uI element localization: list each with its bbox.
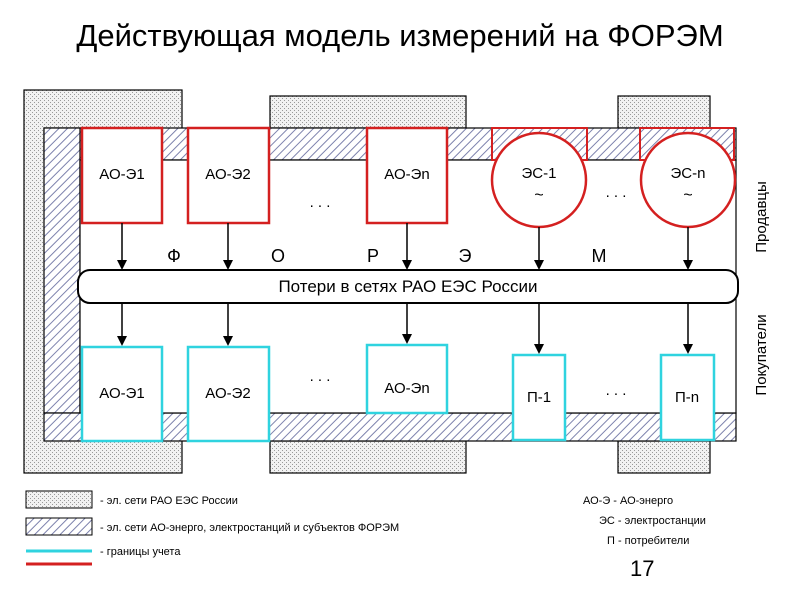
abbreviations: АО-Э - АО-энерго ЭС - электростанции П -… (583, 495, 706, 547)
forem-letter: Э (459, 246, 472, 266)
forem-letter: М (592, 246, 607, 266)
losses-bus: Потери в сетях РАО ЕЭС России (77, 269, 739, 304)
bottom-unit-label: П-n (675, 389, 699, 406)
bottom-unit-label: П-1 (527, 389, 551, 406)
bottom-unit-ao-e1: АО-Э1 (80, 345, 164, 443)
bottom-unit-label: АО-Эn (384, 380, 429, 397)
abbreviation: П - потребители (607, 535, 689, 547)
station-es-1: ЭС-1 ~ (490, 127, 588, 229)
ellipsis: . . . (310, 194, 331, 211)
bottom-unit-label: АО-Э1 (99, 385, 144, 402)
station-symbol: ~ (534, 187, 543, 204)
station-es-n: ЭС-n ~ (639, 127, 737, 229)
side-label-sellers: Продавцы (753, 181, 770, 253)
forem-letter: О (271, 246, 285, 266)
page-title: Действующая модель измерений на ФОРЭМ (76, 18, 724, 53)
top-unit-ao-e1: АО-Э1 (80, 126, 164, 225)
forem-letter: Р (367, 246, 379, 266)
station-label: ЭС-1 (522, 165, 557, 182)
top-unit-label: АО-Э1 (99, 166, 144, 183)
ellipsis: . . . (606, 382, 627, 399)
legend-swatch-rao (25, 490, 93, 509)
forem-letter: Ф (167, 246, 181, 266)
legend-swatch-ao (25, 517, 93, 536)
bottom-unit-ao-e2: АО-Э2 (186, 345, 271, 443)
top-unit-label: АО-Э2 (205, 166, 250, 183)
legend-item: - эл. сети РАО ЕЭС России (100, 495, 238, 507)
arrows-to-bus (117, 223, 693, 270)
station-label: ЭС-n (671, 165, 706, 182)
bottom-unit-ao-en: АО-Эn (365, 343, 449, 415)
bus-label: Потери в сетях РАО ЕЭС России (278, 277, 537, 296)
top-unit-ao-e2: АО-Э2 (186, 126, 271, 225)
slide-number: 17 (630, 556, 655, 581)
ellipsis: . . . (606, 184, 627, 201)
arrows-from-bus (117, 303, 693, 354)
top-unit-label: АО-Эn (384, 166, 429, 183)
abbreviation: ЭС - электростанции (599, 515, 706, 527)
legend-item: - эл. сети АО-энерго, электростанций и с… (100, 522, 399, 534)
bottom-unit-p-n: П-n (659, 353, 716, 442)
bottom-unit-label: АО-Э2 (205, 385, 250, 402)
station-symbol: ~ (683, 187, 692, 204)
side-label-buyers: Покупатели (753, 314, 770, 395)
forem-letters: Ф О Р Э М (167, 246, 606, 266)
legend: - эл. сети РАО ЕЭС России - эл. сети АО-… (25, 490, 399, 566)
bottom-unit-p-1: П-1 (511, 353, 567, 442)
top-unit-ao-en: АО-Эn (365, 126, 449, 225)
abbreviation: АО-Э - АО-энерго (583, 495, 673, 507)
legend-item: - границы учета (100, 546, 181, 558)
ellipsis: . . . (310, 368, 331, 385)
